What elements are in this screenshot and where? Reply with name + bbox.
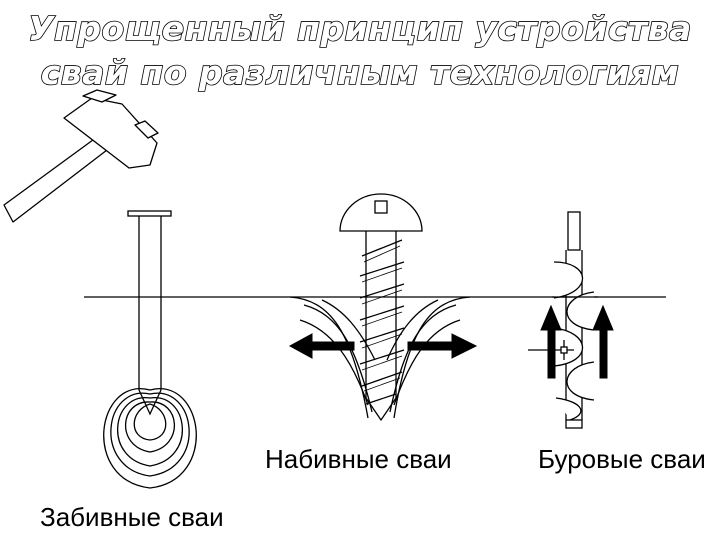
screw-pile-icon xyxy=(289,193,471,422)
label-driven-piles: Забивные сваи xyxy=(40,502,224,532)
label-bored-piles: Буровые сваи xyxy=(538,444,706,474)
title-line-2: свай по различным технологиям xyxy=(41,53,680,92)
arrow-right-icon xyxy=(407,333,478,359)
title-line-1: Упрощенный принцип устройства xyxy=(28,9,692,48)
auger-pile-icon xyxy=(528,211,598,429)
arrow-left-icon xyxy=(288,333,355,359)
hammer-icon xyxy=(3,89,159,223)
arrow-up-icon xyxy=(540,304,614,379)
nail-pile-icon xyxy=(103,210,197,489)
label-stuffed-piles: Набивные сваи xyxy=(265,444,452,474)
